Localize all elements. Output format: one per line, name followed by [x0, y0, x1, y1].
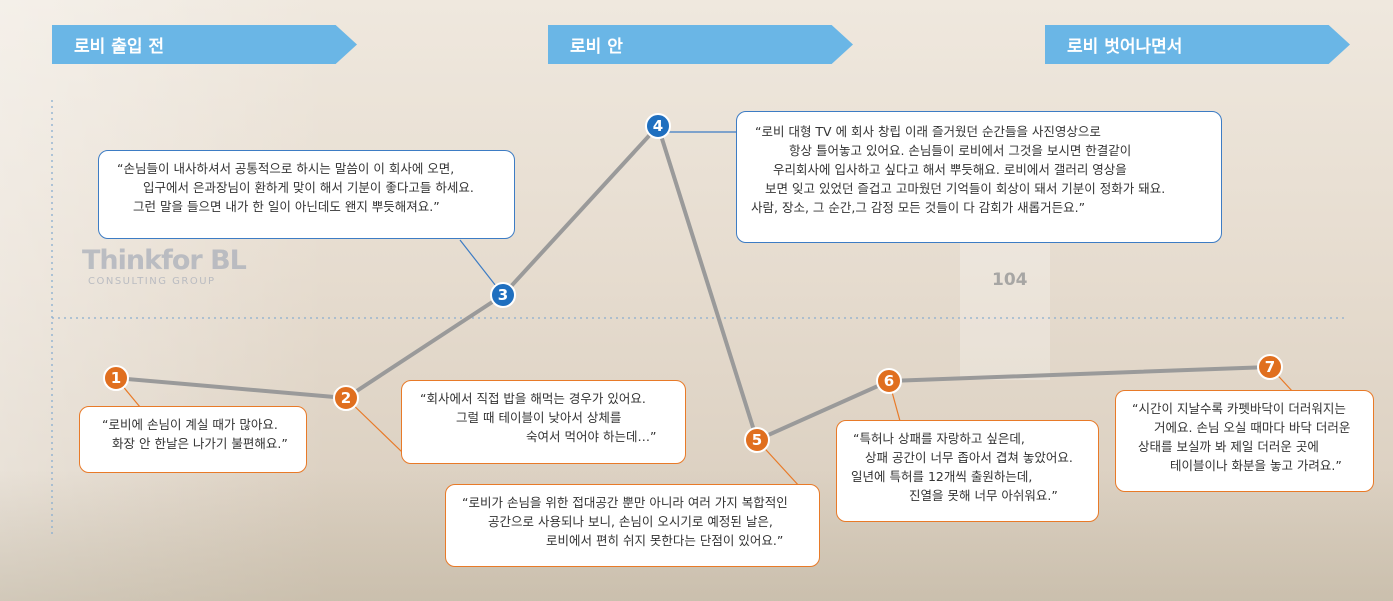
quote-2-line-3: 숙여서 먹어야 하는데…”	[526, 429, 657, 444]
quote-7-line-2: 거에요. 손님 오실 때마다 바닥 더러운	[1154, 420, 1351, 435]
quote-3-line-3: 그런 말을 들으면 내가 한 일이 아닌데도 왠지 뿌듯해져요.”	[133, 199, 440, 214]
step-marker-5: 5	[744, 427, 770, 453]
step-marker-3: 3	[490, 282, 516, 308]
quote-box-4: “로비 대형 TV 에 회사 창립 이래 즐거웠던 순간들을 사진영상으로 항상…	[736, 111, 1222, 243]
quote-5-line-3: 로비에서 편히 쉬지 못한다는 단점이 있어요.”	[546, 533, 784, 548]
quote-box-6: “특허나 상패를 자랑하고 싶은데, 상패 공간이 너무 좁아서 겹쳐 놓았어요…	[836, 420, 1099, 522]
stage-tab-leaving-lobby: 로비 벗어나면서	[1045, 25, 1350, 64]
quote-3-line-1: “손님들이 내사하셔서 공통적으로 하시는 말씀이 이 회사에 오면,	[117, 161, 455, 176]
stage-tab-before-lobby: 로비 출입 전	[52, 25, 357, 64]
quote-6-line-3: 일년에 특허를 12개씩 출원하는데,	[851, 469, 1033, 484]
quote-4-line-3: 우리회사에 입사하고 싶다고 해서 뿌듯해요. 로비에서 갤러리 영상을	[773, 162, 1127, 177]
quote-5-line-1: “로비가 손님을 위한 접대공간 뿐만 아니라 여러 가지 복합적인	[462, 495, 788, 510]
step-marker-1: 1	[103, 365, 129, 391]
quote-4-line-1: “로비 대형 TV 에 회사 창립 이래 즐거웠던 순간들을 사진영상으로	[755, 124, 1101, 139]
step-marker-7: 7	[1257, 354, 1283, 380]
quote-1-line-2: 화장 안 한날은 나가기 불편해요.”	[112, 436, 288, 451]
quote-box-5: “로비가 손님을 위한 접대공간 뿐만 아니라 여러 가지 복합적인 공간으로 …	[445, 484, 820, 567]
step-marker-2: 2	[333, 385, 359, 411]
quote-1-line-1: “로비에 손님이 계실 때가 많아요.	[102, 417, 278, 432]
quote-3-line-2: 입구에서 은과장님이 환하게 맞이 해서 기분이 좋다고들 하세요.	[143, 180, 474, 195]
quote-box-1: “로비에 손님이 계실 때가 많아요. 화장 안 한날은 나가기 불편해요.”	[79, 406, 307, 473]
quote-box-3: “손님들이 내사하셔서 공통적으로 하시는 말씀이 이 회사에 오면, 입구에서…	[98, 150, 515, 239]
quote-2-line-2: 그럴 때 테이블이 낮아서 상체를	[456, 410, 622, 425]
quote-box-7: “시간이 지날수록 카펫바닥이 더러워지는 거에요. 손님 오실 때마다 바닥 …	[1115, 390, 1374, 492]
quote-4-line-5: 사람, 장소, 그 순간,그 감정 모든 것들이 다 감회가 새롭거든요.”	[751, 200, 1086, 215]
step-marker-4: 4	[645, 113, 671, 139]
quote-box-2: “회사에서 직접 밥을 해먹는 경우가 있어요. 그럴 때 테이블이 낮아서 상…	[401, 380, 686, 464]
quote-5-line-2: 공간으로 사용되나 보니, 손님이 오시기로 예정된 날은,	[488, 514, 773, 529]
quote-4-line-2: 항상 틀어놓고 있어요. 손님들이 로비에서 그것을 보시면 한결같이	[789, 143, 1132, 158]
background-pillar	[960, 230, 1050, 380]
quote-7-line-3: 상태를 보실까 봐 제일 더러운 곳에	[1138, 439, 1319, 454]
quote-6-line-2: 상패 공간이 너무 좁아서 겹쳐 놓았어요.	[865, 450, 1073, 465]
logo-sub: CONSULTING GROUP	[88, 276, 216, 287]
quote-7-line-4: 테이블이나 화분을 놓고 가려요.”	[1170, 458, 1342, 473]
logo-brand: Thinkfor BL	[82, 245, 247, 276]
quote-4-line-4: 보면 잊고 있었던 즐겁고 고마웠던 기억들이 회상이 돼서 기분이 정화가 돼…	[765, 181, 1166, 196]
company-logo: Thinkfor BL CONSULTING GROUP	[82, 245, 247, 287]
step-marker-6: 6	[876, 368, 902, 394]
room-number: 104	[992, 270, 1028, 290]
quote-6-line-4: 진열을 못해 너무 아쉬워요.”	[909, 488, 1058, 503]
quote-7-line-1: “시간이 지날수록 카펫바닥이 더러워지는	[1132, 401, 1346, 416]
stage-tab-in-lobby: 로비 안	[548, 25, 853, 64]
quote-6-line-1: “특허나 상패를 자랑하고 싶은데,	[853, 431, 1025, 446]
quote-2-line-1: “회사에서 직접 밥을 해먹는 경우가 있어요.	[420, 391, 646, 406]
